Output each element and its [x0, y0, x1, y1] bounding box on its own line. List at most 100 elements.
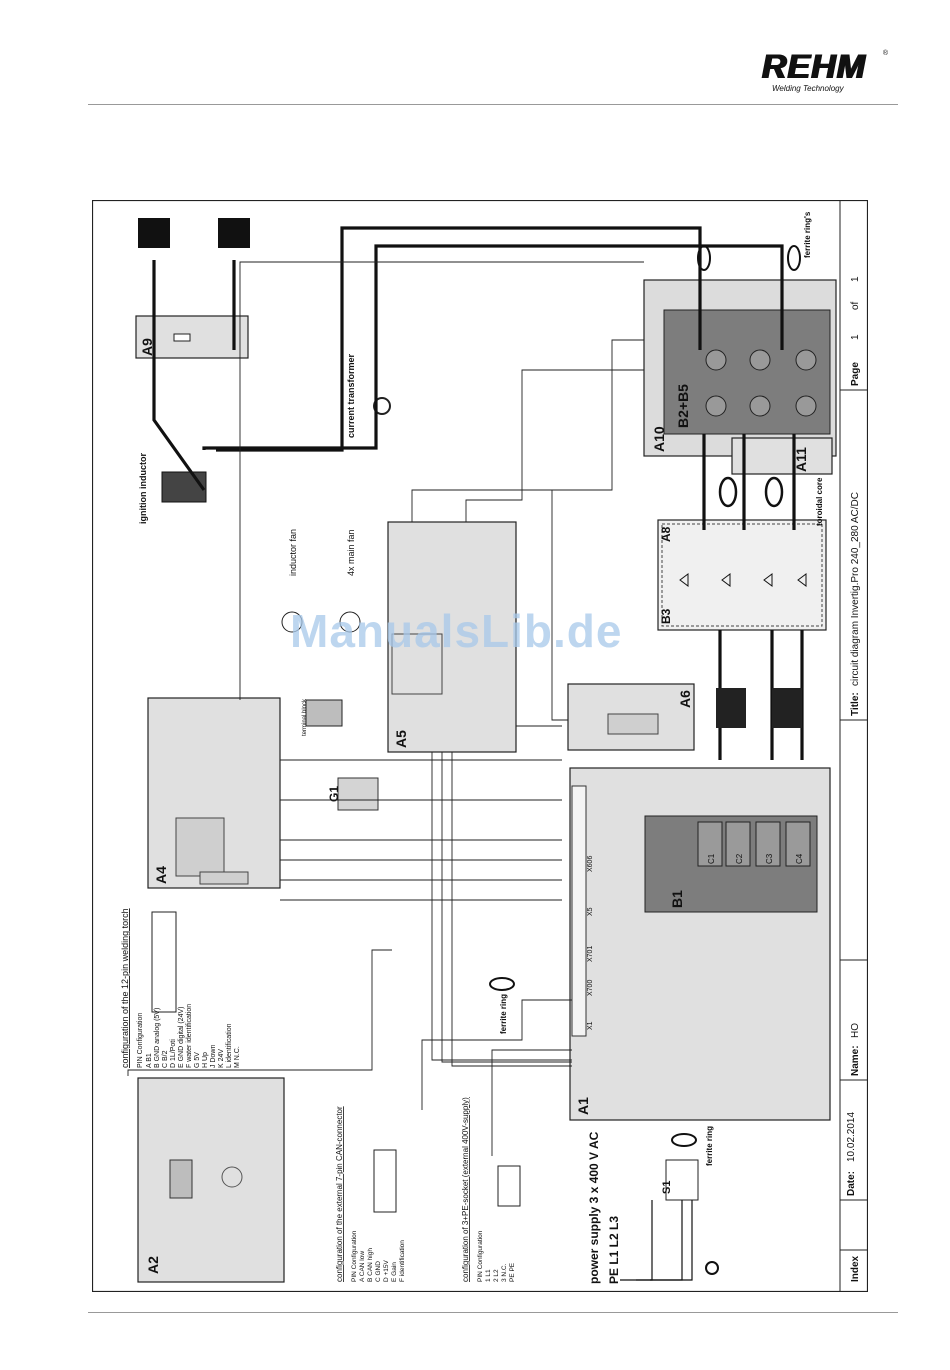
rehm-logo: REHM ® Welding Technology [762, 50, 888, 98]
current-transformer-label: current transformer [346, 353, 356, 438]
phase-labels: PE L1 L2 L3 [607, 1216, 621, 1284]
toroidal-core [718, 476, 738, 508]
torch-symbol [138, 218, 170, 248]
svg-text:C GND: C GND [375, 1261, 382, 1282]
title-label: Title: [850, 692, 861, 716]
page-label: Page [850, 362, 861, 386]
can-config: configuration of the external 7-pin CAN-… [335, 1106, 406, 1282]
ferrite-ring-low [671, 1133, 697, 1147]
a2-label: A2 [145, 1256, 161, 1274]
diodes [679, 573, 807, 587]
date-value-field: 10.02.2014 [846, 1112, 857, 1162]
svg-text:A B1: A B1 [146, 1053, 153, 1068]
a8-label: A8 [659, 526, 673, 542]
a2-display [169, 1159, 193, 1199]
a4-transformer [175, 817, 225, 877]
logo-wordmark: REHM [762, 48, 867, 86]
ferrite-ring-mid-label: ferrite ring [499, 994, 508, 1034]
pe-terminal [705, 1261, 719, 1275]
circuit-diagram: Title: circuit diagram Invertig.Pro 240_… [92, 200, 868, 1292]
b3-label: B3 [659, 608, 673, 624]
svg-text:X700: X700 [587, 980, 594, 996]
svg-text:X1: X1 [587, 1021, 594, 1030]
a9-label: A9 [139, 338, 155, 356]
svg-text:M N.C.: M N.C. [234, 1046, 241, 1068]
svg-text:K 24V: K 24V [218, 1049, 225, 1068]
module-a2 [137, 1077, 285, 1283]
svg-text:A CAN low: A CAN low [359, 1251, 366, 1282]
svg-text:X606: X606 [587, 856, 594, 872]
svg-text:2 L2: 2 L2 [493, 1269, 500, 1282]
b1-label: B1 [669, 890, 685, 908]
a6-header [607, 713, 659, 735]
inductor-fan-icon [281, 611, 303, 633]
pe-config: configuration of 3+PE-socket (external 4… [461, 1097, 516, 1282]
ferrite-ring-low-label: ferrite ring [705, 1126, 714, 1166]
ignition-inductor-label: ignition inductor [138, 453, 148, 524]
svg-text:B GND analog (5V): B GND analog (5V) [154, 1008, 161, 1068]
toroidal-core [764, 476, 784, 508]
ignition-inductor [161, 471, 207, 503]
can-connector [373, 1149, 397, 1213]
ferrite-ring-mid [489, 977, 515, 991]
main-fan-label: 4x main fan [346, 529, 356, 576]
svg-text:PE PE: PE PE [509, 1262, 516, 1282]
a4-x2-header [199, 871, 249, 885]
capacitor-c1: C1 [697, 821, 723, 867]
torch-config: configuration of the 12-pin welding torc… [120, 908, 241, 1068]
torch-config-header: PIN Configuration [137, 1013, 144, 1068]
svg-text:PIN Configuration: PIN Configuration [351, 1230, 358, 1282]
sheet-border [92, 200, 868, 1292]
toroidal-core-label: toroidal core [815, 477, 824, 526]
svg-text:H Up: H Up [202, 1052, 209, 1068]
a1-label: A1 [575, 1097, 591, 1115]
svg-text:PIN Configuration: PIN Configuration [477, 1230, 484, 1282]
inductor-fan-label: inductor fan [288, 529, 298, 576]
page-of: of [850, 301, 861, 310]
svg-text:D +15V: D +15V [383, 1259, 390, 1282]
g1-label: G1 [327, 786, 341, 802]
current-transformer [373, 397, 391, 415]
pe-config-title: configuration of 3+PE-socket (external 4… [461, 1097, 470, 1282]
capacitor-c2: C2 [725, 821, 751, 867]
svg-text:D 1L/Poti: D 1L/Poti [170, 1039, 177, 1068]
a2-knob [221, 1166, 243, 1188]
date-field: Date: [846, 1171, 857, 1196]
svg-text:C3: C3 [765, 853, 774, 864]
svg-text:F identification: F identification [399, 1240, 406, 1282]
capacitor-c4: C4 [785, 821, 811, 867]
a1-connectors [571, 785, 587, 1037]
index-label: Index [850, 1255, 861, 1282]
page-total: 1 [850, 276, 861, 282]
torch-config-title: configuration of the 12-pin welding torc… [120, 908, 130, 1068]
name-field: Name: HO [850, 1023, 861, 1076]
power-supply-label: power supply 3 x 400 V AC [587, 1131, 601, 1284]
g1-sensor [337, 777, 379, 811]
svg-text:G 5V: G 5V [194, 1052, 201, 1068]
svg-text:C B/2: C B/2 [162, 1050, 169, 1068]
name-label: Name: [850, 1045, 861, 1076]
terminal-block-label: terminal block [302, 698, 308, 736]
output-transformer-2 [772, 688, 802, 728]
module-a5 [387, 521, 517, 753]
output-transformer-1 [716, 688, 746, 728]
date-value: 10.02.2014 [846, 1112, 857, 1162]
a9-resistor [173, 333, 191, 342]
svg-text:B CAN high: B CAN high [367, 1248, 374, 1282]
svg-text:L identification: L identification [226, 1023, 233, 1068]
b2b5-label: B2+B5 [675, 384, 691, 428]
module-a11 [731, 437, 833, 475]
title-field: Title: circuit diagram Invertig.Pro 240_… [850, 492, 861, 716]
svg-text:C1: C1 [707, 853, 716, 864]
can-config-title: configuration of the external 7-pin CAN-… [335, 1106, 344, 1282]
s1-label: S1 [661, 1181, 673, 1194]
ferrite-ring [697, 245, 711, 271]
torch-connector [151, 911, 177, 1013]
a5-relay [391, 633, 443, 695]
svg-text:C2: C2 [735, 853, 744, 864]
name-value: HO [850, 1023, 861, 1038]
svg-text:J Down: J Down [210, 1045, 217, 1068]
svg-text:F water identification: F water identification [186, 1004, 193, 1068]
ferrite-rings-label: ferrite ring's [803, 211, 812, 258]
a6-label: A6 [677, 690, 693, 708]
